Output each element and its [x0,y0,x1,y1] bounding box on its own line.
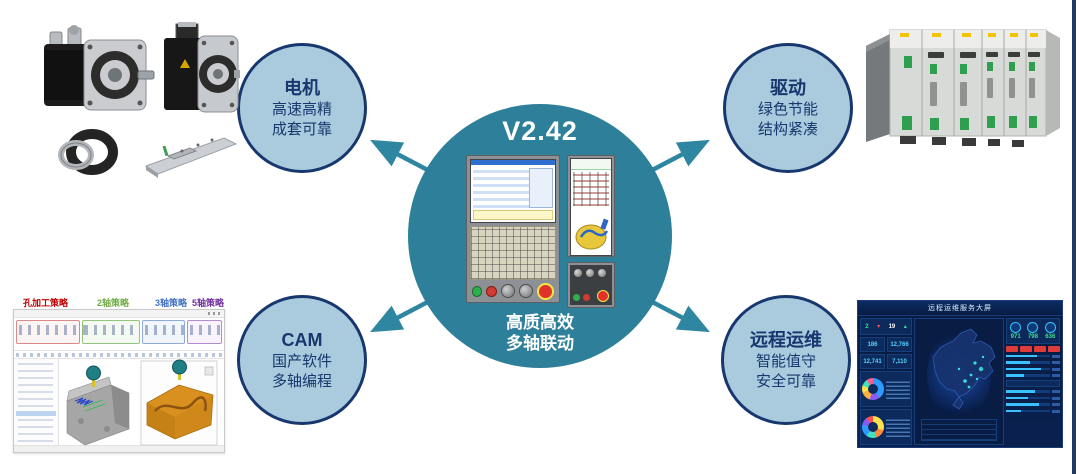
node-cam-title: CAM [281,329,323,350]
cnc-main-screen [469,159,556,223]
kpi-value-3: 636 [1045,334,1056,340]
label-2axis-strategy: 2轴策略 [97,298,130,308]
dashboard-right-column: 971 798 636 [1006,318,1060,445]
china-map [932,328,996,410]
label-hole-strategy: 孔加工策略 [23,298,69,308]
stat-card-2: 12,766 [887,337,912,352]
start-button [471,285,483,297]
emergency-stop-button [536,282,554,300]
donut-chart-2 [860,409,912,445]
spindle-knob [518,284,533,298]
center-version-circle: V2.42 [408,104,672,368]
machined-part-preview [575,218,609,250]
node-motor: 电机 高速高精 成套可靠 [237,43,367,173]
stop-button [486,285,498,297]
node-drive-title: 驱动 [770,77,806,98]
caption-line-1: 高质高效 [506,313,574,332]
cnc-controller-image [465,155,615,308]
cam-software-image: 孔加工策略 2轴策略 3轴策略 5轴策略 [13,296,225,456]
version-label: V2.42 [502,116,578,146]
cam-ribbon [14,318,224,351]
cam-titlebar [14,310,224,318]
orange-workpiece-window [140,359,218,446]
node-cam-line2: 多轴编程 [271,372,332,390]
node-cam-line1: 国产软件 [271,353,332,371]
node-drive: 驱动 绿色节能 结构紧凑 [723,43,853,173]
ribbon-group-hole [16,320,81,344]
node-remote: 远程运维 智能值守 安全可靠 [721,295,851,425]
kpi-icon-3 [1044,322,1056,333]
cnc-operator-panel [566,262,615,308]
panel-stop-button [582,294,590,301]
cnc-secondary-unit [566,155,615,308]
node-remote-line2: 安全可靠 [755,372,816,390]
cnc-control-row [470,282,556,300]
kpi-value-1: 971 [1010,334,1021,340]
node-remote-line1: 智能值守 [755,353,816,371]
cam-toolbar [14,351,224,359]
cnc-keyboard [469,226,556,280]
donut-chart-1 [860,371,912,407]
node-drive-line1: 绿色节能 [757,101,818,119]
cnc-secondary-screen [566,155,615,257]
cam-feature-tree [14,359,59,445]
caption-line-2: 多轴联动 [506,334,574,354]
alarm-bar-row [1006,346,1060,352]
cam-3d-viewport [59,359,224,446]
stat-online-count: 19 [888,323,896,330]
servo-motors-image [44,22,240,178]
ribbon-group-5axis [187,320,223,344]
panel-emergency-stop [596,290,609,302]
window-controls [208,312,222,315]
servo-drives-image [866,29,1060,147]
gray-workpiece [66,365,130,446]
center-caption: 高质高效 多轴联动 [506,312,574,355]
slide-frame-line [1072,0,1076,474]
remote-dashboard-image: 远程运维服务大屏 2 ▾ 19 ▴ 186 12,766 12,741 7,11… [857,300,1063,448]
stat-alarm-count: 2 [865,323,869,330]
kpi-icon-2 [1027,322,1039,333]
dashboard-progress-rows [1006,354,1060,445]
ribbon-group-2axis [82,320,141,344]
label-5axis-strategy: 5轴策略 [192,298,225,308]
kpi-value-2: 798 [1027,334,1038,340]
rows-section-divider [1006,380,1060,387]
linear-motor-module [144,137,238,178]
feed-knob [501,284,515,298]
stat-delta-up: ▴ [903,324,907,330]
cam-app-window [13,309,225,453]
cnc-main-panel [465,155,560,303]
donut-1-legend [886,379,910,399]
node-cam: CAM 国产软件 多轴编程 [237,295,367,425]
kpi-icon-1 [1010,322,1022,333]
dashboard-left-column: 2 ▾ 19 ▴ 186 12,766 12,741 7,110 [860,318,912,445]
dashboard-stat-grid: 186 12,766 12,741 7,110 [860,337,912,369]
servo-motor-large [164,22,240,113]
node-motor-title: 电机 [284,77,320,98]
node-remote-title: 远程运维 [750,329,822,350]
stat-card-3: 12,741 [860,354,885,369]
stat-card-4: 7,110 [887,354,912,369]
cam-statusbar [14,445,224,452]
node-drive-line2: 结构紧凑 [757,120,818,138]
dashboard-map-panel [914,318,1004,445]
stat-card-1: 186 [860,337,885,352]
donut-2-legend [886,417,910,437]
panel-start-button [572,294,580,301]
dashboard-ticker-table [921,419,997,441]
dashboard-header: 远程运维服务大屏 [858,301,1062,316]
servo-motor-small [44,25,155,111]
dashboard-title: 远程运维服务大屏 [928,305,992,312]
dashboard-kpi-icons: 971 798 636 [1006,318,1060,344]
stat-delta-down: ▾ [877,324,881,330]
node-motor-line1: 高速高精 [271,101,332,119]
node-motor-line2: 成套可靠 [271,120,332,138]
label-3axis-strategy: 3轴策略 [155,298,188,308]
ribbon-group-3axis [142,320,186,344]
cam-strategy-labels: 孔加工策略 2轴策略 3轴策略 5轴策略 [13,296,225,309]
dashboard-top-stats: 2 ▾ 19 ▴ [860,318,912,335]
torque-motor-ring [58,129,118,175]
